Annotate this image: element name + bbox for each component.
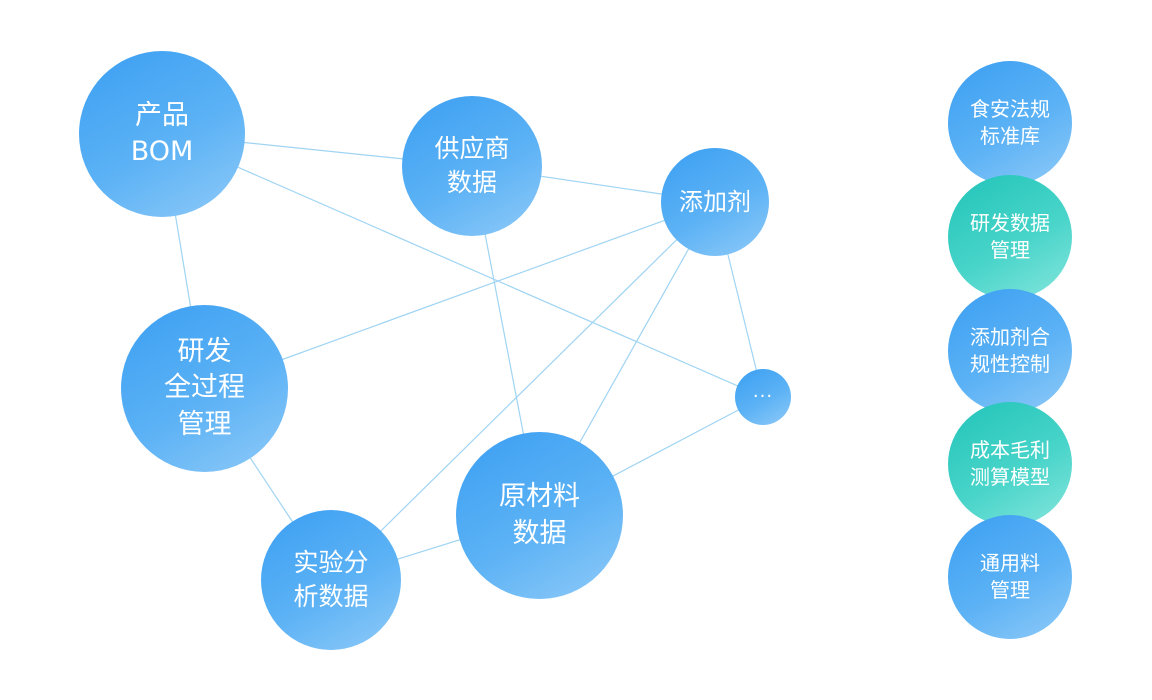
module-common-material: 通用料 管理 bbox=[948, 515, 1072, 639]
node-additive: 添加剂 bbox=[661, 148, 769, 256]
link-bom-more bbox=[161, 133, 764, 398]
node-more-label: ··· bbox=[752, 386, 774, 407]
module-label: 通用料 管理 bbox=[980, 551, 1040, 602]
node-raw-material-label: 原材料 数据 bbox=[499, 481, 580, 549]
node-raw-material: 原材料 数据 bbox=[456, 432, 623, 599]
node-additive-label: 添加剂 bbox=[679, 187, 751, 216]
node-product-bom: 产品 BOM bbox=[79, 51, 245, 217]
module-additive-compliance: 添加剂合 规性控制 bbox=[948, 289, 1072, 413]
module-label: 食安法规 标准库 bbox=[970, 97, 1050, 148]
module-label: 研发数据 管理 bbox=[970, 211, 1050, 262]
link-additive-lab bbox=[330, 201, 716, 581]
module-label: 添加剂合 规性控制 bbox=[970, 325, 1050, 376]
node-lab-analysis-label: 实验分 析数据 bbox=[293, 548, 369, 611]
node-rnd-process: 研发 全过程 管理 bbox=[121, 305, 288, 472]
node-supplier-data-label: 供应商 数据 bbox=[434, 134, 510, 197]
module-label: 成本毛利 测算模型 bbox=[970, 438, 1050, 489]
module-cost-margin-model: 成本毛利 测算模型 bbox=[948, 402, 1072, 526]
link-additive-rnd bbox=[203, 201, 716, 389]
module-food-safety-standards: 食安法规 标准库 bbox=[948, 61, 1072, 185]
node-product-bom-label: 产品 BOM bbox=[130, 99, 194, 167]
module-rnd-data: 研发数据 管理 bbox=[948, 175, 1072, 299]
node-lab-analysis: 实验分 析数据 bbox=[261, 510, 401, 650]
node-supplier-data: 供应商 数据 bbox=[402, 96, 542, 236]
node-rnd-process-label: 研发 全过程 管理 bbox=[164, 335, 245, 440]
node-more: ··· bbox=[735, 369, 791, 425]
